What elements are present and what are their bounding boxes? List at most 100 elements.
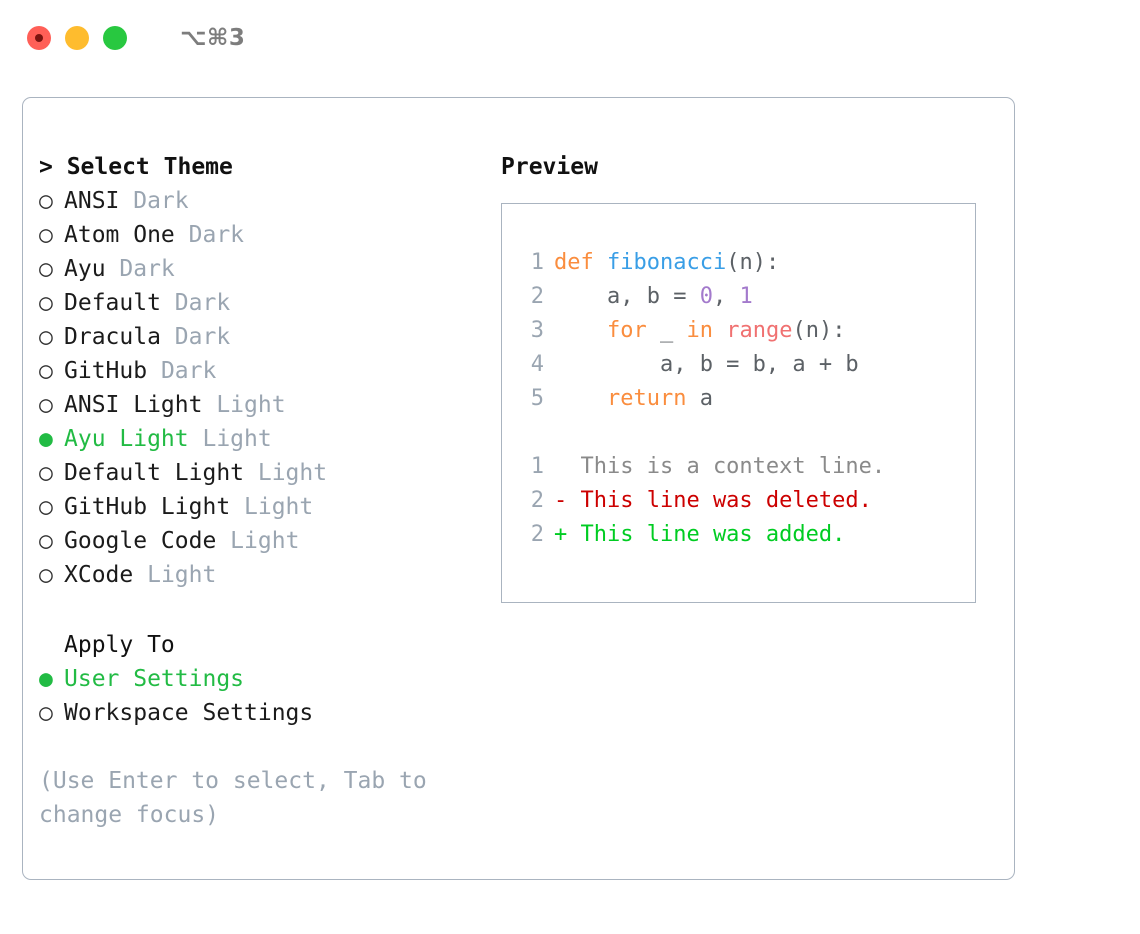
apply-to-item[interactable]: ● User Settings — [39, 662, 499, 696]
radio-unselected-icon: ○ — [39, 188, 53, 214]
theme-list-item[interactable]: ○ ANSI Light Light — [39, 388, 499, 422]
code-token: range — [726, 318, 793, 343]
traffic-lights — [27, 26, 127, 50]
close-button[interactable] — [27, 26, 51, 50]
theme-list-item-variant: Dark — [160, 324, 231, 350]
section-spacer — [39, 592, 499, 628]
theme-list-item-variant: Light — [202, 392, 286, 418]
code-line: 5 return a — [516, 382, 975, 416]
theme-list-item-variant: Dark — [174, 222, 245, 248]
diff-text: - This line was deleted. — [554, 488, 872, 513]
theme-list-item[interactable]: ○ Default Light Light — [39, 456, 499, 490]
theme-list-item-label: Ayu — [64, 256, 106, 282]
keyboard-hint: (Use Enter to select, Tab to change focu… — [39, 768, 441, 828]
theme-list-item-variant: Light — [230, 494, 314, 520]
theme-list-column: > Select Theme ○ANSI Dark○Atom One Dark○… — [39, 150, 499, 832]
title-bar: ⌥⌘3 — [0, 0, 1140, 76]
radio-selected-icon: ● — [39, 666, 53, 692]
radio-unselected-icon: ○ — [39, 222, 53, 248]
code-token: a — [686, 386, 713, 411]
code-token: _ — [646, 318, 687, 343]
radio-unselected-icon: ○ — [39, 460, 53, 486]
radio-unselected-icon: ○ — [39, 528, 53, 554]
theme-list-item-label: GitHub — [64, 358, 148, 384]
code-line: 2 a, b = 0, 1 — [516, 280, 975, 314]
theme-list-item-label: Ayu Light — [64, 426, 189, 452]
theme-list-item-variant: Light — [188, 426, 272, 452]
code-token: (n): — [792, 318, 846, 343]
theme-list-item-label: Default Light — [64, 460, 245, 486]
theme-list-item-variant: Dark — [105, 256, 175, 282]
code-token — [554, 386, 607, 411]
line-number: 2 — [530, 488, 544, 513]
apply-to-list: ● User Settings ○Workspace Settings — [39, 662, 499, 730]
theme-list-item-label: ANSI Light — [64, 392, 203, 418]
apply-to-item[interactable]: ○Workspace Settings — [39, 696, 499, 730]
theme-list: ○ANSI Dark○Atom One Dark○Ayu Dark○Defaul… — [39, 184, 499, 592]
code-token: (n): — [726, 250, 780, 275]
theme-list-item-label: Atom One — [64, 222, 175, 248]
radio-unselected-icon: ○ — [39, 324, 53, 350]
theme-list-item[interactable]: ○Google Code Light — [39, 524, 499, 558]
radio-unselected-icon: ○ — [39, 392, 53, 418]
apply-to-item-label: User Settings — [64, 666, 245, 692]
diff-text: This is a context line. — [554, 454, 886, 479]
diff-text: + This line was added. — [554, 522, 846, 547]
code-token: a, b = — [554, 284, 700, 309]
radio-unselected-icon: ○ — [39, 562, 53, 588]
theme-list-item-label: XCode — [64, 562, 134, 588]
theme-list-item-label: Dracula — [64, 324, 161, 350]
code-token: for — [606, 318, 647, 343]
code-line: 4 a, b = b, a + b — [516, 348, 975, 382]
theme-list-item[interactable]: ○ Atom One Dark — [39, 218, 499, 252]
apply-to-header: Apply To — [64, 632, 175, 658]
code-diff-separator — [516, 416, 975, 450]
radio-unselected-icon: ○ — [39, 358, 53, 384]
select-theme-header: > Select Theme — [39, 154, 233, 180]
code-token: fibonacci — [606, 250, 727, 275]
diff-sample: 1 This is a context line.2- This line wa… — [516, 450, 975, 552]
code-token: 0 — [699, 284, 713, 309]
radio-selected-icon: ● — [39, 426, 53, 452]
line-number: 2 — [530, 522, 544, 547]
radio-unselected-icon: ○ — [39, 494, 53, 520]
radio-unselected-icon: ○ — [39, 700, 53, 726]
minimize-button[interactable] — [65, 26, 89, 50]
theme-list-item[interactable]: ○ANSI Dark — [39, 184, 499, 218]
code-token — [554, 318, 607, 343]
radio-unselected-icon: ○ — [39, 256, 53, 282]
theme-list-item[interactable]: ○ Ayu Dark — [39, 252, 499, 286]
maximize-button[interactable] — [103, 26, 127, 50]
code-token: a, b = b, a + b — [554, 352, 859, 377]
shortcut-label: ⌥⌘3 — [180, 25, 246, 51]
code-token: , — [712, 284, 740, 309]
line-number: 2 — [530, 284, 544, 309]
line-number: 1 — [530, 250, 544, 275]
theme-list-item[interactable]: ○Default Dark — [39, 286, 499, 320]
theme-list-item[interactable]: ○XCode Light — [39, 558, 499, 592]
line-number: 5 — [530, 386, 544, 411]
theme-list-item-variant: Light — [244, 460, 328, 486]
theme-list-item[interactable]: ○ GitHub Dark — [39, 354, 499, 388]
theme-list-item[interactable]: ○ Dracula Dark — [39, 320, 499, 354]
code-line: 3 for _ in range(n): — [516, 314, 975, 348]
line-number: 3 — [530, 318, 544, 343]
theme-list-item[interactable]: ○ GitHub Light Light — [39, 490, 499, 524]
code-token — [713, 318, 726, 343]
radio-unselected-icon: ○ — [39, 290, 53, 316]
diff-line: 2 + This line was added. — [516, 518, 975, 552]
code-token: in — [686, 318, 713, 343]
code-token: def — [554, 250, 607, 275]
theme-list-item[interactable]: ● Ayu Light Light — [39, 422, 499, 456]
code-token: 1 — [739, 284, 753, 309]
code-line: 1 def fibonacci(n): — [516, 246, 975, 280]
theme-list-item-variant: Dark — [147, 358, 217, 384]
diff-line: 2 - This line was deleted. — [516, 484, 975, 518]
theme-list-item-variant: Dark — [119, 188, 189, 214]
line-number: 4 — [530, 352, 544, 377]
theme-list-item-label: GitHub Light — [64, 494, 231, 520]
preview-title: Preview — [501, 154, 598, 180]
